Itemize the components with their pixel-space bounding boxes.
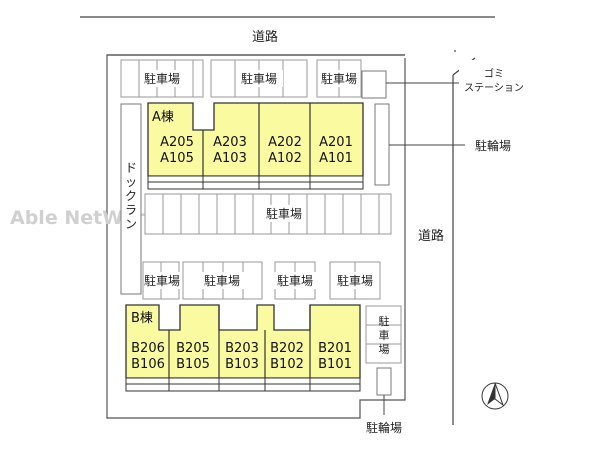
parking-lower-1: 駐車場 — [142, 261, 182, 300]
dog-run-label: ン — [125, 217, 137, 231]
unit-a105: A105 — [160, 151, 194, 166]
dog-run-label: ク — [125, 189, 137, 203]
parking-label: 車 — [379, 328, 390, 342]
unit-a101: A101 — [319, 151, 353, 166]
parking-top-left: 駐車場 — [120, 59, 204, 98]
parking-lower-3: 駐車場 — [274, 261, 316, 300]
parking-label: 駐 — [379, 314, 390, 328]
parking-label: 駐車場 — [337, 273, 373, 288]
unit-a103: A103 — [213, 151, 247, 166]
garbage-station-label: ゴミ — [484, 67, 504, 80]
unit-b106: B106 — [131, 357, 165, 372]
dog-run-label: ラ — [125, 203, 137, 217]
parking-top-right: 駐車場 — [316, 59, 362, 98]
bicycle-parking-label: 駐輪場 — [366, 420, 402, 435]
bicycle-parking-b — [376, 367, 392, 396]
building-b-label: B棟 — [131, 311, 153, 326]
unit-b205: B205 — [176, 341, 210, 356]
garbage-station-label: ステーション — [464, 83, 524, 94]
parking-top-center: 駐車場 — [210, 59, 308, 98]
parking-label: 駐車場 — [144, 71, 180, 86]
bicycle-parking-label: 駐輪場 — [475, 138, 511, 153]
unit-a203: A203 — [213, 135, 247, 150]
parking-label: 駐車場 — [144, 273, 180, 288]
parking-vertical-right: 駐 車 場 — [365, 305, 402, 364]
unit-a102: A102 — [268, 151, 302, 166]
unit-b203: B203 — [225, 341, 259, 356]
unit-b206: B206 — [131, 341, 165, 356]
parking-lower-4: 駐車場 — [329, 261, 381, 300]
building-a-label: A棟 — [152, 110, 174, 125]
parking-label: 駐車場 — [321, 71, 357, 86]
unit-b201: B201 — [318, 341, 352, 356]
unit-b102: B102 — [270, 357, 304, 372]
building-b: B棟 B206 B106 B205 B105 B203 B103 B202 B1… — [125, 304, 361, 392]
garbage-station-box — [361, 70, 387, 99]
bicycle-parking-a — [374, 103, 390, 186]
unit-b202: B202 — [270, 341, 304, 356]
unit-a205: A205 — [160, 135, 194, 150]
right-road-label: 道路 — [418, 228, 444, 244]
parking-label: 駐車場 — [241, 71, 277, 86]
north-arrow-icon — [481, 382, 509, 410]
parking-label: 駐車場 — [277, 273, 313, 288]
unit-a202: A202 — [268, 135, 302, 150]
unit-a201: A201 — [319, 135, 353, 150]
top-road-label: 道路 — [252, 29, 278, 45]
parking-label: 駐車場 — [204, 273, 240, 288]
parking-label: 場 — [379, 343, 390, 356]
parking-label: 駐車場 — [266, 206, 302, 221]
dog-run — [120, 103, 142, 295]
unit-b101: B101 — [318, 357, 352, 372]
building-a: A棟 A205 A105 A203 A103 A202 A102 A201 A1… — [147, 102, 364, 190]
unit-b103: B103 — [225, 357, 259, 372]
parking-lower-2: 駐車場 — [182, 261, 263, 300]
parking-middle: 駐車場 — [144, 193, 392, 235]
unit-b105: B105 — [176, 357, 210, 372]
dog-run-label: ド — [125, 161, 137, 175]
dog-run-label: ッ — [125, 175, 137, 189]
